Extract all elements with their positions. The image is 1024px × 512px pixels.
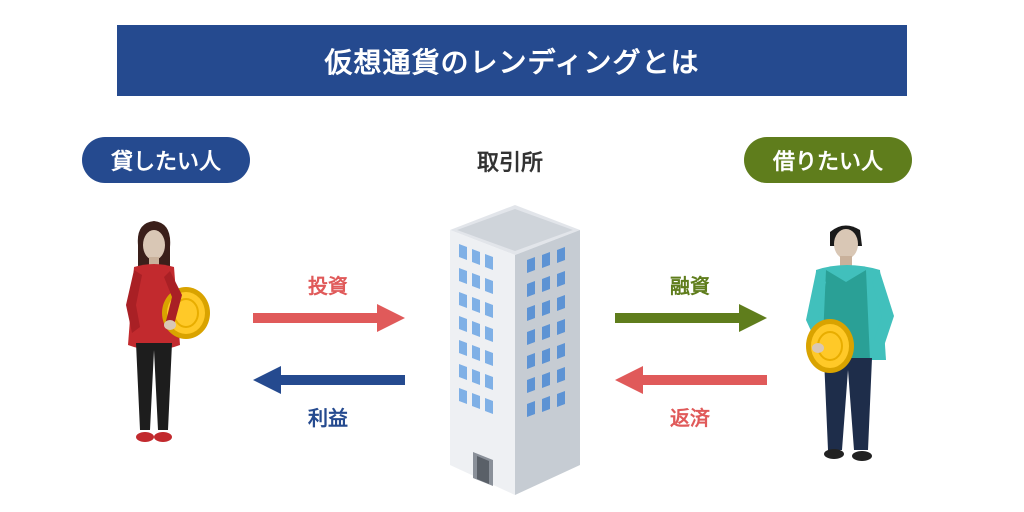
investment-label: 投資 [308, 274, 348, 298]
loan-arrow [615, 304, 767, 332]
diagram-title: 仮想通貨のレンディングとは [117, 25, 907, 96]
borrower-label: 借りたい人 [744, 137, 912, 183]
loan-label: 融資 [670, 274, 710, 298]
borrower-figure-icon [806, 225, 894, 461]
profit-arrow [253, 366, 405, 394]
exchange-building-icon [450, 205, 580, 495]
repayment-label: 返済 [670, 406, 710, 430]
lender-label: 貸したい人 [82, 137, 250, 183]
profit-label: 利益 [308, 406, 348, 430]
repayment-arrow [615, 366, 767, 394]
exchange-label: 取引所 [476, 151, 543, 176]
investment-arrow [253, 304, 405, 332]
lender-figure-icon [126, 221, 210, 442]
